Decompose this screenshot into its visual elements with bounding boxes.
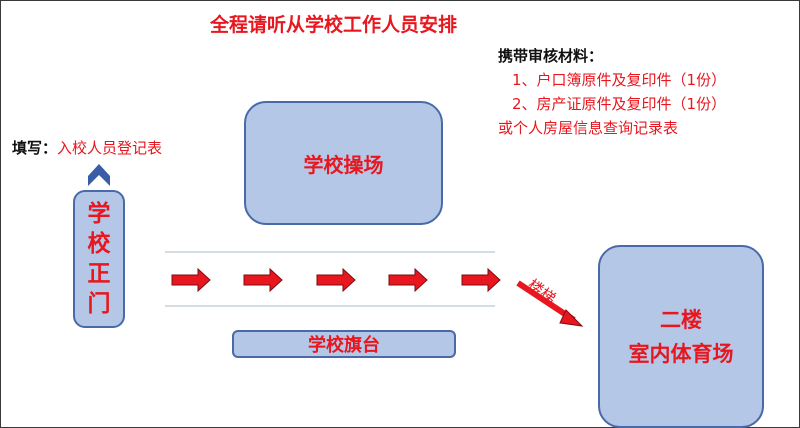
playground-label: 学校操场: [303, 152, 384, 177]
flag-stage-label: 学校旗台: [308, 335, 380, 356]
right-arrow-icon: [461, 267, 501, 293]
gym-floor-label: 二楼: [660, 307, 702, 332]
diagram-title: 全程请听从学校工作人员安排: [210, 14, 458, 36]
fill-form-name: 入校人员登记表: [57, 139, 163, 157]
gym-name-label: 室内体育场: [628, 341, 734, 366]
flag-stage-box: 学校旗台: [232, 330, 456, 358]
materials-item: 1、户口簿原件及复印件（1份）: [512, 71, 727, 89]
stairs-arrow-icon: [516, 280, 584, 327]
fill-label: 填写：: [12, 139, 58, 157]
materials-item: 2、房产证原件及复印件（1份）: [512, 95, 727, 113]
right-arrow-icon: [243, 267, 283, 293]
playground-box: 学校操场: [244, 101, 443, 225]
gate-char: 校: [87, 231, 111, 257]
right-arrow-icon: [316, 267, 356, 293]
gate-char: 门: [87, 291, 111, 317]
materials-block: 携带审核材料： 1、户口簿原件及复印件（1份） 2、房产证原件及复印件（1份） …: [498, 44, 726, 140]
indoor-gym-box: 二楼 室内体育场: [598, 245, 764, 428]
up-arrow-icon: [88, 164, 110, 186]
main-gate-box: 学 校 正 门: [73, 190, 125, 328]
right-arrow-icon: [171, 267, 211, 293]
materials-alternative: 或个人房屋信息查询记录表: [498, 119, 679, 137]
gate-char: 学: [87, 201, 111, 227]
right-arrow-icon: [388, 267, 428, 293]
materials-heading: 携带审核材料：: [498, 47, 604, 65]
fill-instruction: 填写：入校人员登记表: [12, 137, 162, 158]
gate-char: 正: [87, 261, 111, 287]
